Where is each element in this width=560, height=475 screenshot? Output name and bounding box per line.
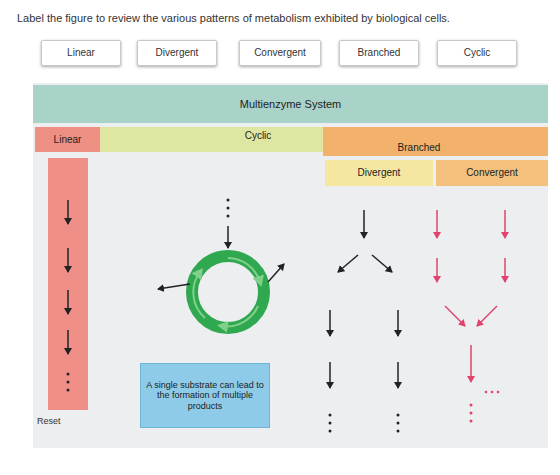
node-text: Branched xyxy=(358,47,401,59)
label-button: Cyclic xyxy=(437,40,517,66)
panel-ground xyxy=(33,83,548,448)
continuation-dots xyxy=(67,199,400,433)
reset-label: Reset xyxy=(37,416,61,426)
linear-arrows xyxy=(67,200,69,354)
node-text: Multienzyme System xyxy=(240,98,341,111)
node-text: Divergent xyxy=(156,47,199,59)
node-text: Branched xyxy=(398,142,441,154)
subcategory-band: Divergent xyxy=(325,160,433,186)
cyclic-cycle xyxy=(158,226,284,328)
node-text: Cyclic xyxy=(464,47,491,59)
subcategory-band: Convergent xyxy=(436,160,548,186)
divergent-arrows xyxy=(330,210,398,388)
label-button: Linear xyxy=(41,40,121,66)
label-button: Convergent xyxy=(239,40,321,66)
system-band: Multienzyme System xyxy=(33,85,548,123)
node-text: Convergent xyxy=(254,47,306,59)
node-text: Linear xyxy=(54,134,82,146)
node-text: Divergent xyxy=(358,167,401,179)
node-text: A single substrate can lead to the forma… xyxy=(146,380,264,411)
linear-strip xyxy=(48,158,88,410)
category-band: Linear xyxy=(35,127,100,152)
label-button: Divergent xyxy=(137,40,217,66)
category-band: Branched xyxy=(323,127,548,156)
node-text: Cyclic xyxy=(245,130,272,142)
label-button: Branched xyxy=(339,40,419,66)
definition-box: A single substrate can lead to the forma… xyxy=(140,363,270,428)
convergent-dots xyxy=(470,391,500,423)
instruction-title: Label the figure to review the various p… xyxy=(17,12,547,24)
convergent-arrows xyxy=(437,210,505,382)
node-text: Convergent xyxy=(466,167,518,179)
category-band: Cyclic xyxy=(100,127,323,152)
node-text: Linear xyxy=(67,47,95,59)
